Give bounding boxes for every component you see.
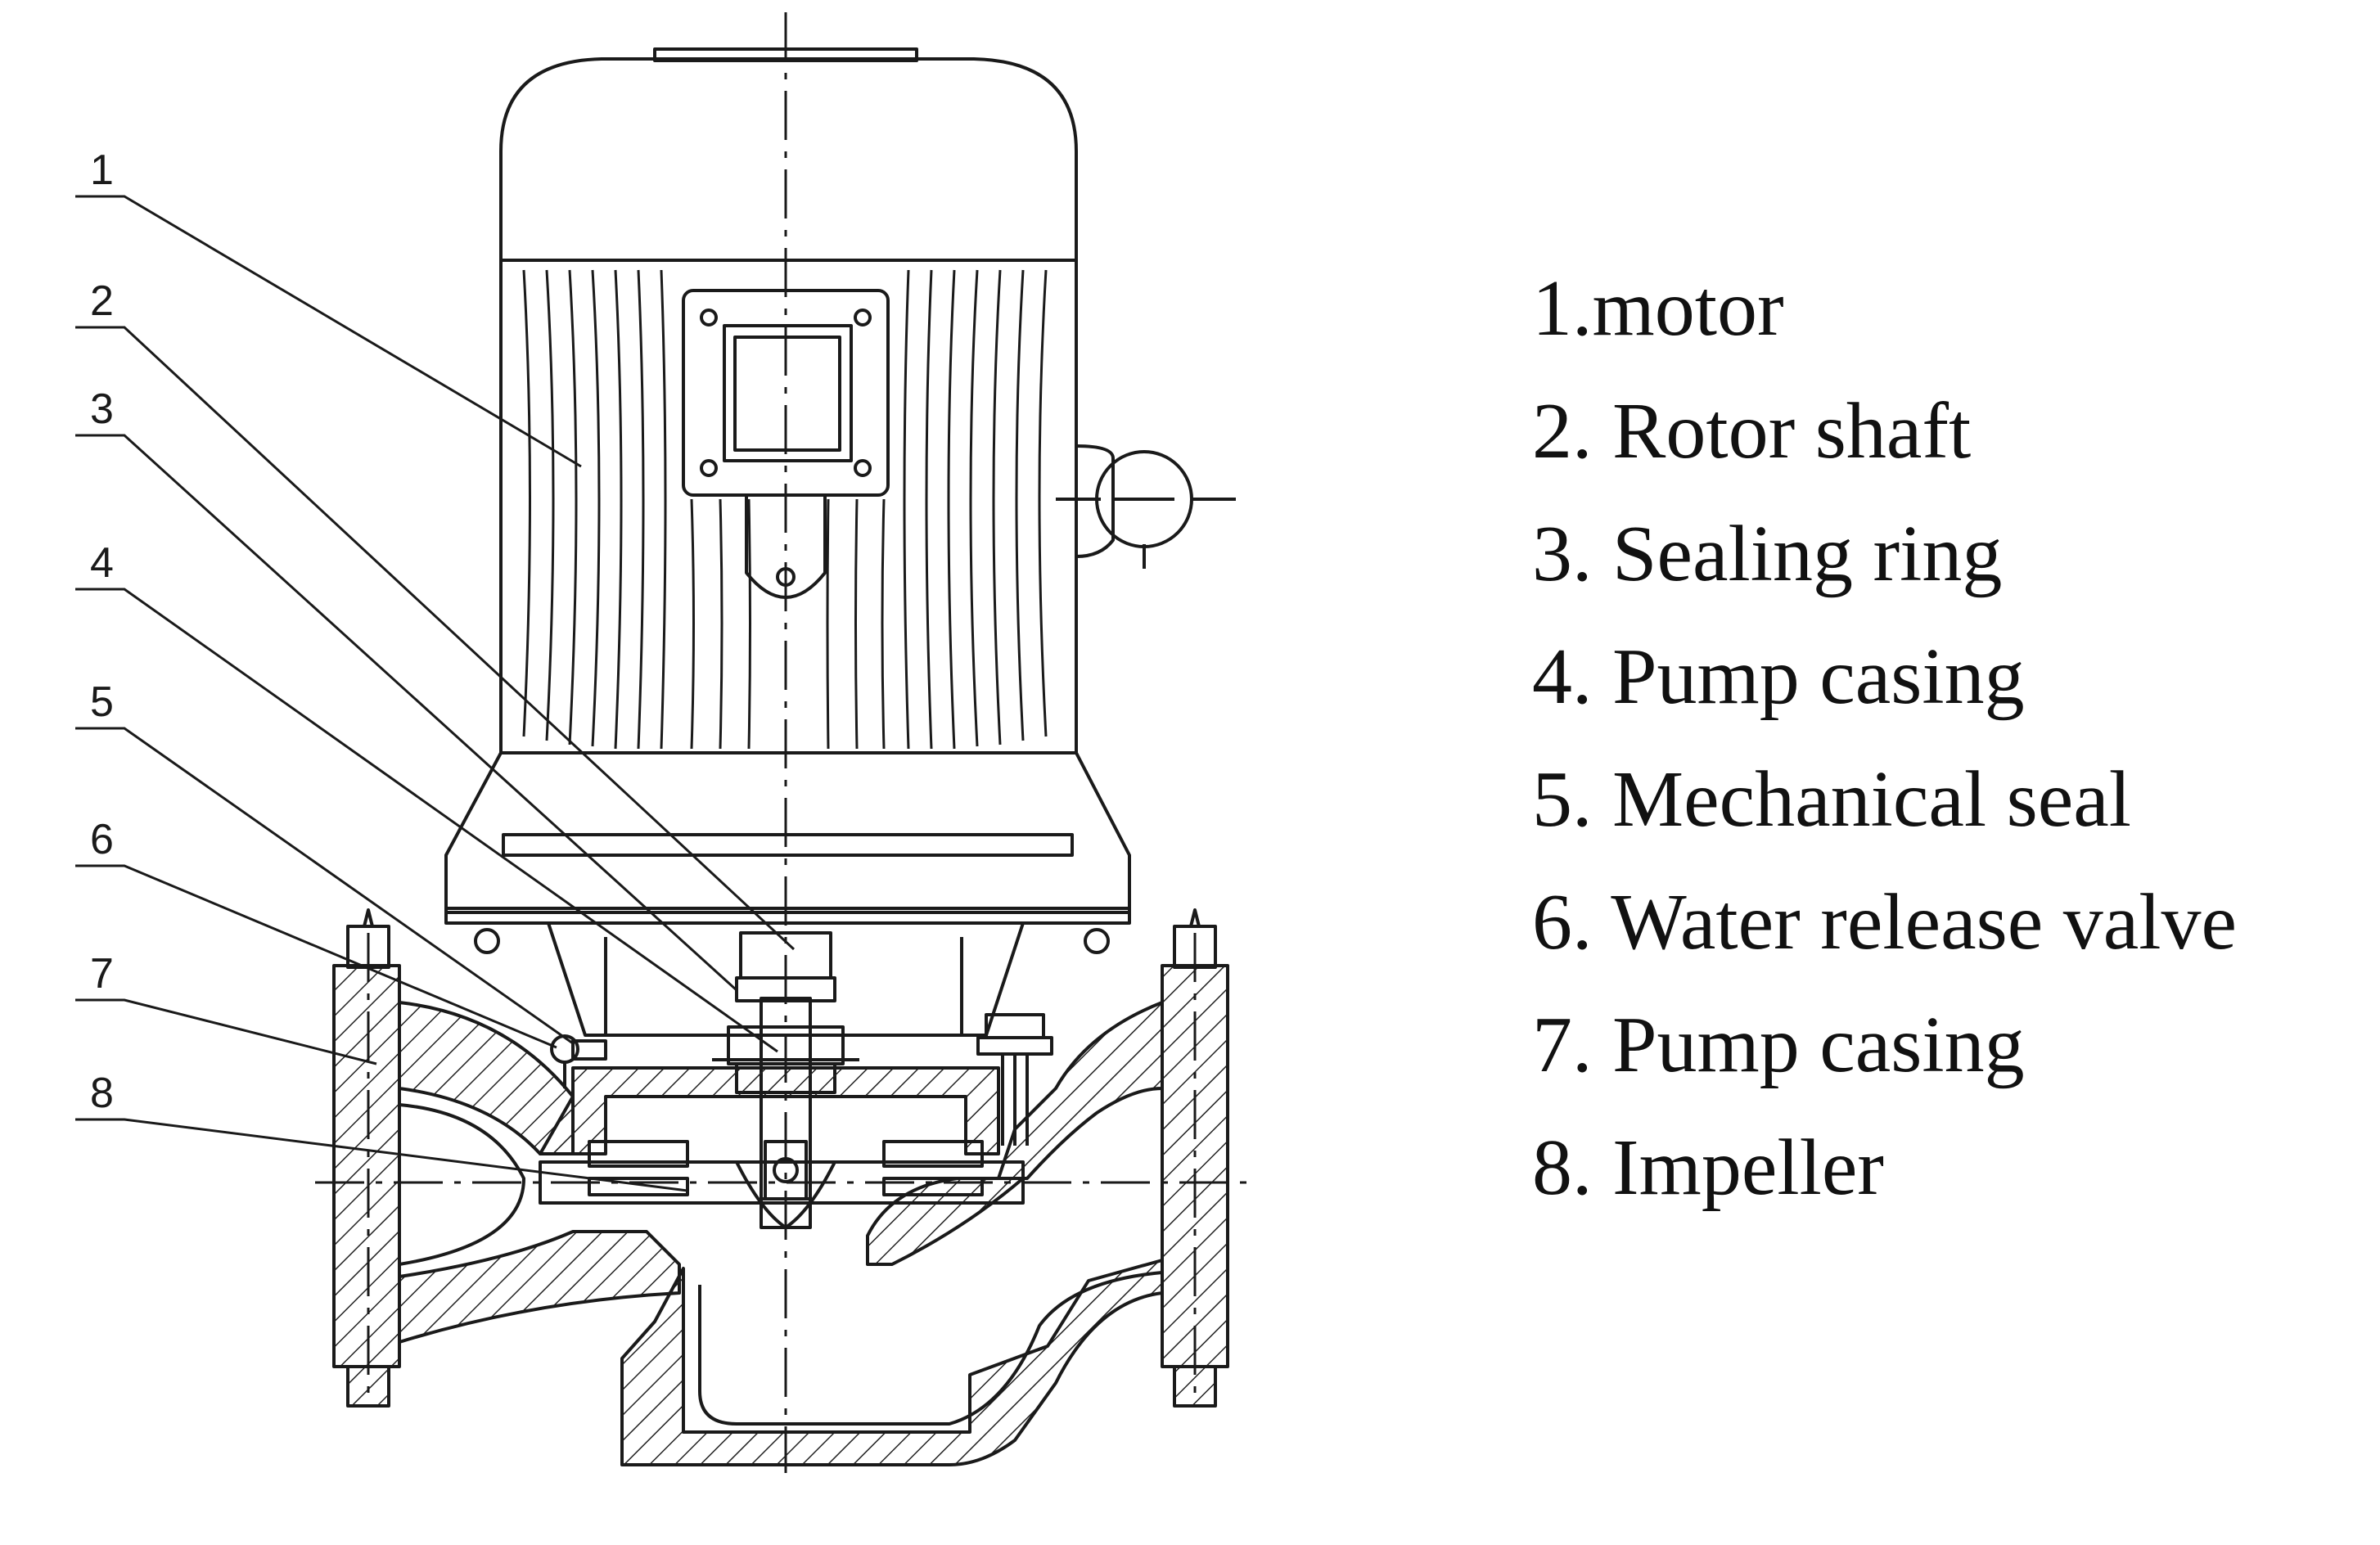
legend-item-mechanical-seal: 5. Mechanical seal [1532, 755, 2131, 844]
callout-4: 4 [90, 539, 114, 587]
leader-line-8 [75, 1118, 688, 1192]
leader-line-6 [75, 864, 557, 1049]
motor-cooling-fins [522, 269, 1048, 750]
motor [444, 47, 1236, 954]
water-release-valve [550, 1034, 607, 1088]
motor-fan-cover [499, 57, 1078, 262]
parts-legend: 1.motor 2. Rotor shaft 3. Sealing ring 4… [1532, 247, 2237, 1229]
leader-line-5 [75, 727, 574, 1045]
leader-line-3 [75, 434, 738, 992]
motor-flange [444, 752, 1131, 914]
legend-item-pump-casing-2: 7. Pump casing [1532, 1001, 2025, 1089]
pump-casing [332, 908, 1229, 1466]
callout-1: 1 [90, 146, 114, 194]
impeller [539, 1140, 1025, 1229]
leader-line-2 [75, 326, 796, 951]
callout-5: 5 [90, 678, 114, 726]
legend-item-sealing-ring: 3. Sealing ring [1532, 510, 2003, 598]
callout-6: 6 [90, 816, 114, 863]
callout-8: 8 [90, 1070, 114, 1117]
stud-bolt [976, 1013, 1053, 1146]
motor-body [499, 260, 1078, 754]
leader-line-7 [75, 998, 377, 1065]
legend-item-motor: 1.motor [1532, 264, 1784, 353]
leader-line-1 [75, 195, 582, 468]
legend-item-water-release-valve: 6. Water release valve [1532, 878, 2237, 966]
callout-7: 7 [90, 950, 114, 998]
leader-line-4 [75, 588, 778, 1053]
callout-3: 3 [90, 385, 114, 433]
legend-item-impeller: 8. Impeller [1532, 1124, 1884, 1212]
legend-item-rotor-shaft: 2. Rotor shaft [1532, 387, 1972, 475]
legend-item-pump-casing: 4. Pump casing [1532, 633, 2025, 721]
callout-2: 2 [90, 277, 114, 325]
